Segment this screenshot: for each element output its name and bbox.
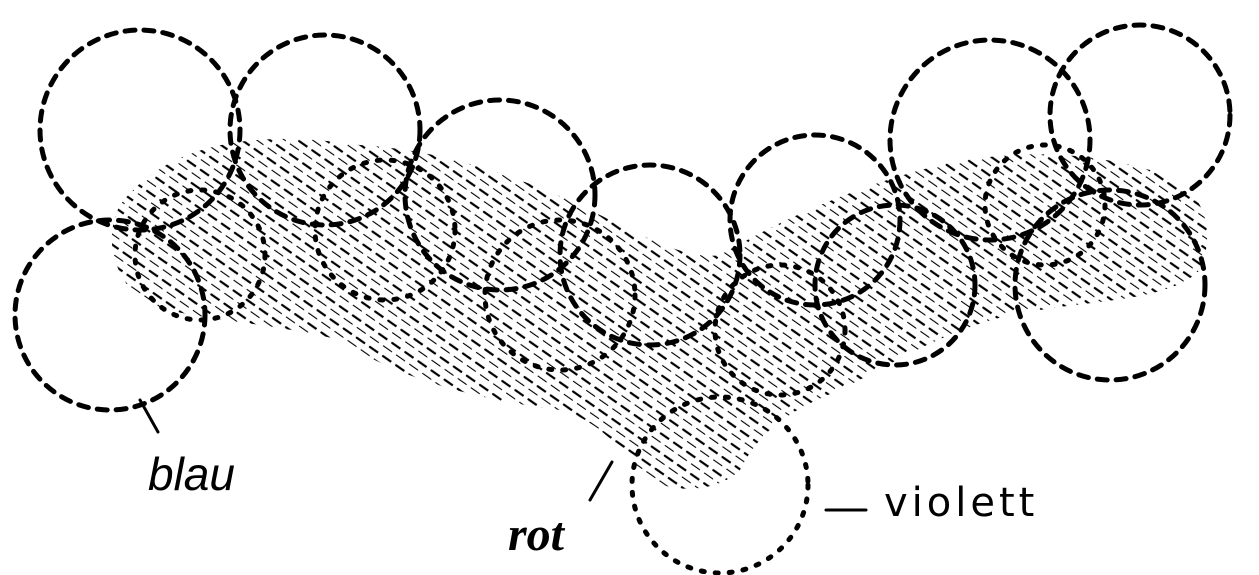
red-hatched-band — [112, 139, 1207, 489]
leader-line-rot — [590, 462, 612, 500]
red-hatched-region — [112, 139, 1207, 489]
label-rot: rot — [508, 508, 566, 561]
label-violett: violett — [884, 480, 1038, 526]
leader-line-blau — [140, 400, 158, 432]
label-blau: blau — [148, 448, 235, 500]
